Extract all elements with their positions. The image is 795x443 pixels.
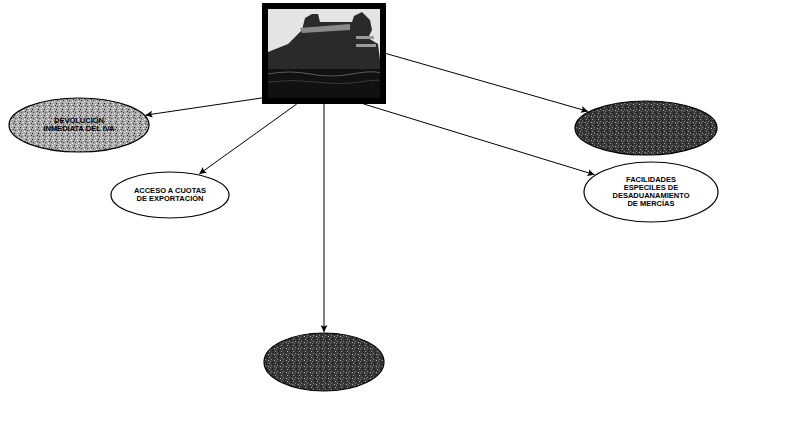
ellipse-outline	[574, 100, 718, 156]
benefit-ellipse	[574, 100, 718, 156]
ellipse-outline	[263, 332, 385, 392]
arrow-connector	[364, 104, 595, 175]
arrow-connector	[145, 98, 262, 115]
arrow-connector	[324, 104, 325, 332]
node-label: FACILIDADES ESPECILES DE DESADUANAMIENTO…	[609, 176, 693, 208]
benefit-ellipse: FACILIDADES ESPECILES DE DESADUANAMIENTO…	[583, 161, 719, 223]
arrow-connector	[199, 104, 297, 174]
node-label: ACCESO A CUOTAS DE EXPORTACIÓN	[130, 187, 210, 203]
benefit-ellipse: ACCESO A CUOTAS DE EXPORTACIÓN	[110, 171, 230, 219]
arrow-connector	[386, 54, 588, 112]
ship-picture	[262, 3, 386, 104]
node-label: DEVOLUCIÓN INMEDIATA DEL IVA	[33, 117, 125, 133]
benefit-ellipse: DEVOLUCIÓN INMEDIATA DEL IVA	[8, 97, 150, 153]
benefit-ellipse	[263, 332, 385, 392]
picture-box	[262, 3, 386, 104]
